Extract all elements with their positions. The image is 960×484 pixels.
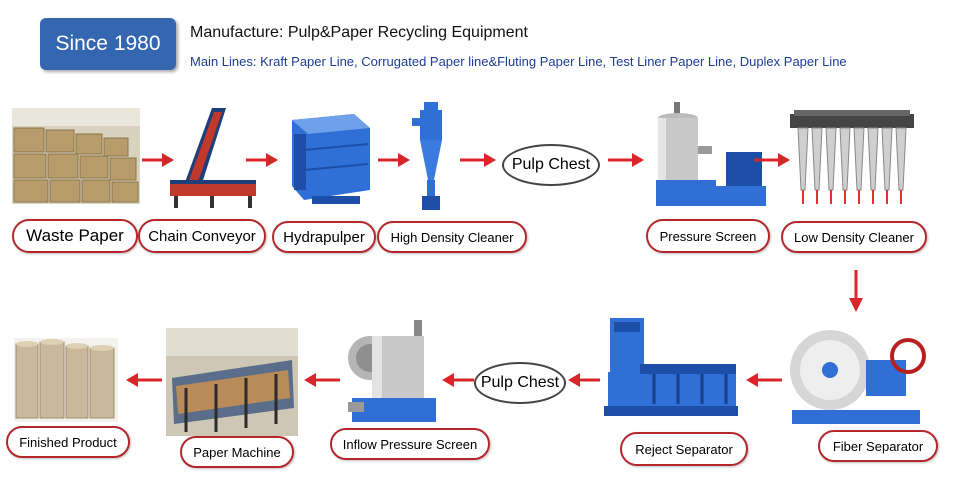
waste-paper-image xyxy=(12,108,140,204)
label-reject-separator: Reject Separator xyxy=(620,432,748,466)
label-ld-cleaner: Low Density Cleaner xyxy=(781,221,927,253)
arrow-right-icon xyxy=(378,153,410,167)
arrow-left-icon xyxy=(746,373,782,387)
arrow-down-icon xyxy=(849,270,863,312)
label-hd-cleaner: High Density Cleaner xyxy=(377,221,527,253)
arrow-left-icon xyxy=(442,373,474,387)
arrow-left-icon xyxy=(304,373,340,387)
label-pressure-screen: Pressure Screen xyxy=(646,219,770,253)
since-badge: Since 1980 xyxy=(40,18,176,70)
finished-product-image xyxy=(14,338,118,422)
arrow-right-icon xyxy=(608,153,644,167)
ld-cleaner-image xyxy=(790,110,914,204)
arrow-left-icon xyxy=(568,373,600,387)
header-subtitle: Main Lines: Kraft Paper Line, Corrugated… xyxy=(190,54,847,69)
pulp-chest-1: Pulp Chest xyxy=(502,144,600,186)
header-title: Manufacture: Pulp&Paper Recycling Equipm… xyxy=(190,24,528,41)
label-hydrapulper: Hydrapulper xyxy=(272,221,376,253)
arrow-right-icon xyxy=(460,153,496,167)
chain-conveyor-image xyxy=(170,108,256,208)
paper-machine-image xyxy=(166,328,298,436)
reject-separator-image xyxy=(604,318,738,416)
hydrapulper-image xyxy=(292,114,370,204)
arrow-right-icon xyxy=(246,153,278,167)
label-inflow-screen: Inflow Pressure Screen xyxy=(330,428,490,460)
pulp-chest-2: Pulp Chest xyxy=(474,362,566,404)
label-chain-conveyor: Chain Conveyor xyxy=(138,219,266,253)
arrow-right-icon xyxy=(142,153,174,167)
label-fiber-separator: Fiber Separator xyxy=(818,430,938,462)
fiber-separator-image xyxy=(790,330,926,424)
hd-cleaner-image xyxy=(412,102,442,210)
arrow-right-icon xyxy=(754,153,790,167)
label-waste-paper: Waste Paper xyxy=(12,219,138,253)
inflow-screen-image xyxy=(348,320,436,422)
pressure-screen-image xyxy=(656,102,766,206)
label-finished-product: Finished Product xyxy=(6,426,130,458)
arrow-left-icon xyxy=(126,373,162,387)
label-paper-machine: Paper Machine xyxy=(180,436,294,468)
